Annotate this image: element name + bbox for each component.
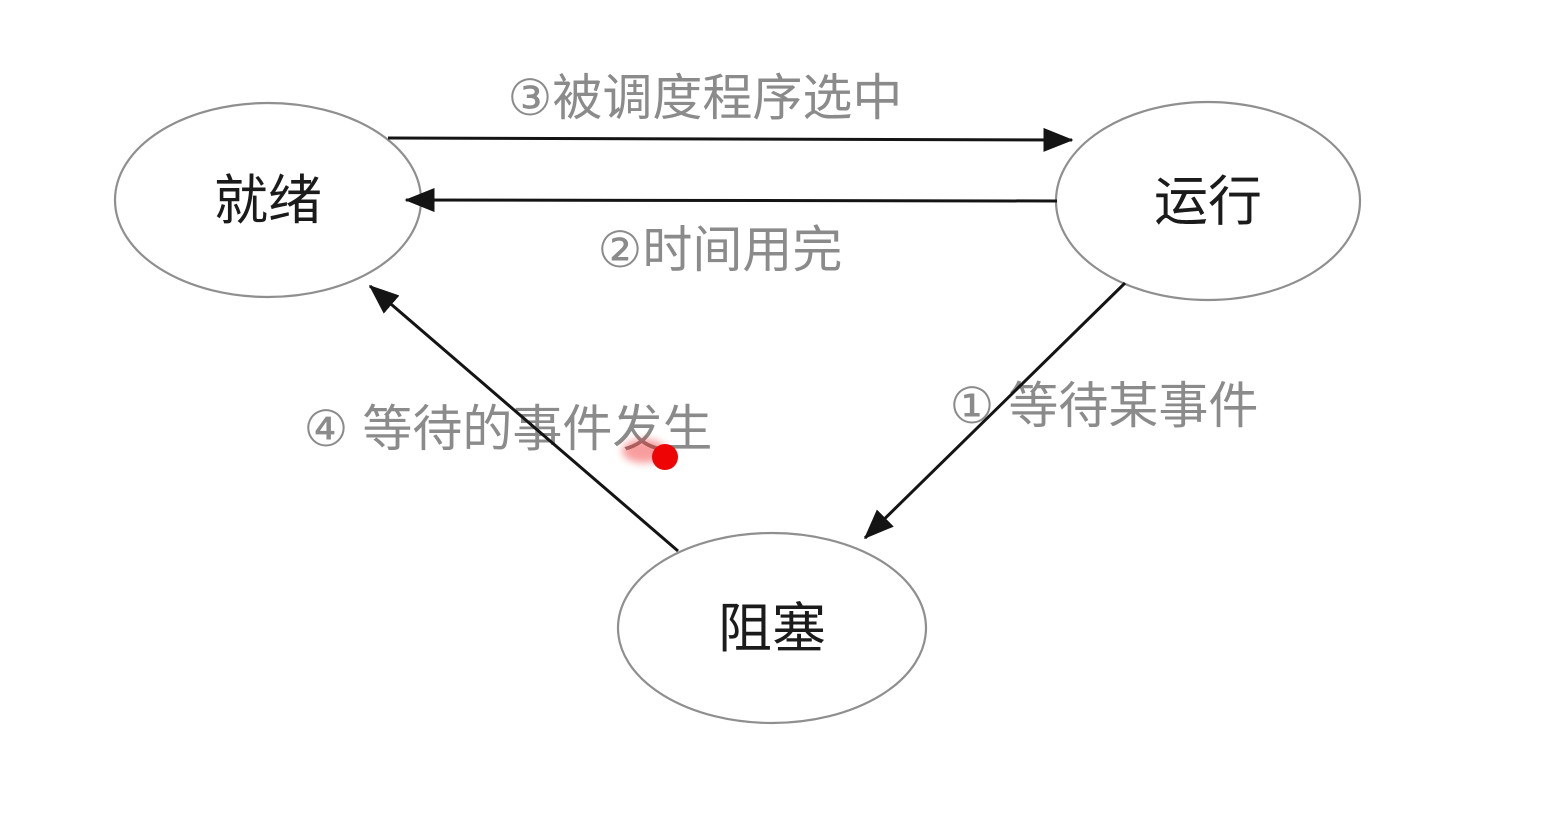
laser-pointer-dot xyxy=(622,439,678,470)
node-blocked xyxy=(616,531,928,725)
edge-event-occurs-line xyxy=(368,284,679,553)
edge-scheduled-label: ③被调度程序选中 xyxy=(508,70,903,126)
node-blocked-label: 阻塞 xyxy=(718,599,826,659)
edge-scheduled-line xyxy=(387,127,1074,152)
node-blocked-shape xyxy=(616,531,928,725)
edge-wait-event-line xyxy=(863,281,1127,540)
node-ready-label: 就绪 xyxy=(214,171,322,231)
edge-timeout-label: ②时间用完 xyxy=(598,222,843,278)
node-running-label: 运行 xyxy=(1154,172,1262,232)
laser-pointer-core xyxy=(652,444,678,470)
edge-timeout-line xyxy=(404,188,1058,213)
edge-wait-event-label: ① 等待某事件 xyxy=(950,378,1259,434)
